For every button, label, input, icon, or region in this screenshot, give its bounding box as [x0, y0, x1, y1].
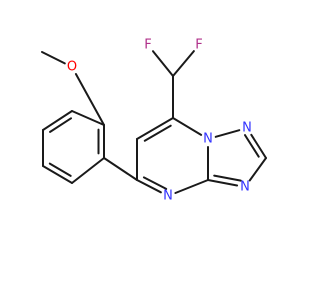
double-bond-outer [136, 179, 162, 194]
single-bond [172, 50, 195, 77]
single-bond [71, 110, 105, 126]
double-bond-inner [244, 134, 260, 158]
single-bond [248, 157, 267, 182]
atom-label-n3: N [240, 180, 250, 195]
atom-label-n1: N [242, 121, 252, 136]
double-bond-inner [213, 174, 242, 182]
single-bond [41, 51, 66, 65]
bond-layer [41, 50, 267, 194]
double-bond-outer [42, 165, 73, 184]
atom-label-layer: F F N N N N O [67, 38, 252, 204]
double-bond-outer [250, 133, 267, 159]
atom-label-n4: N [163, 189, 173, 204]
atom-label-f1: F [144, 38, 151, 53]
atom-label-o_me: O [67, 60, 77, 75]
double-bond-inner [48, 162, 72, 177]
single-bond [152, 50, 174, 77]
molecule-diagram: F F N N N N O [41, 38, 267, 204]
atom-label-f2: F [195, 38, 202, 53]
double-bond-inner [142, 176, 168, 190]
double-bond-outer [42, 110, 73, 131]
double-bond-outer [136, 117, 174, 140]
single-bond [74, 73, 105, 126]
single-bond [214, 129, 241, 138]
double-bond-inner [49, 117, 72, 133]
single-bond [174, 179, 209, 194]
double-bond-outer [207, 179, 239, 187]
atom-label-n_bridge: N [203, 132, 213, 147]
single-bond [71, 157, 105, 184]
single-bond [103, 157, 138, 181]
double-bond-inner [143, 124, 172, 142]
single-bond [172, 117, 203, 136]
